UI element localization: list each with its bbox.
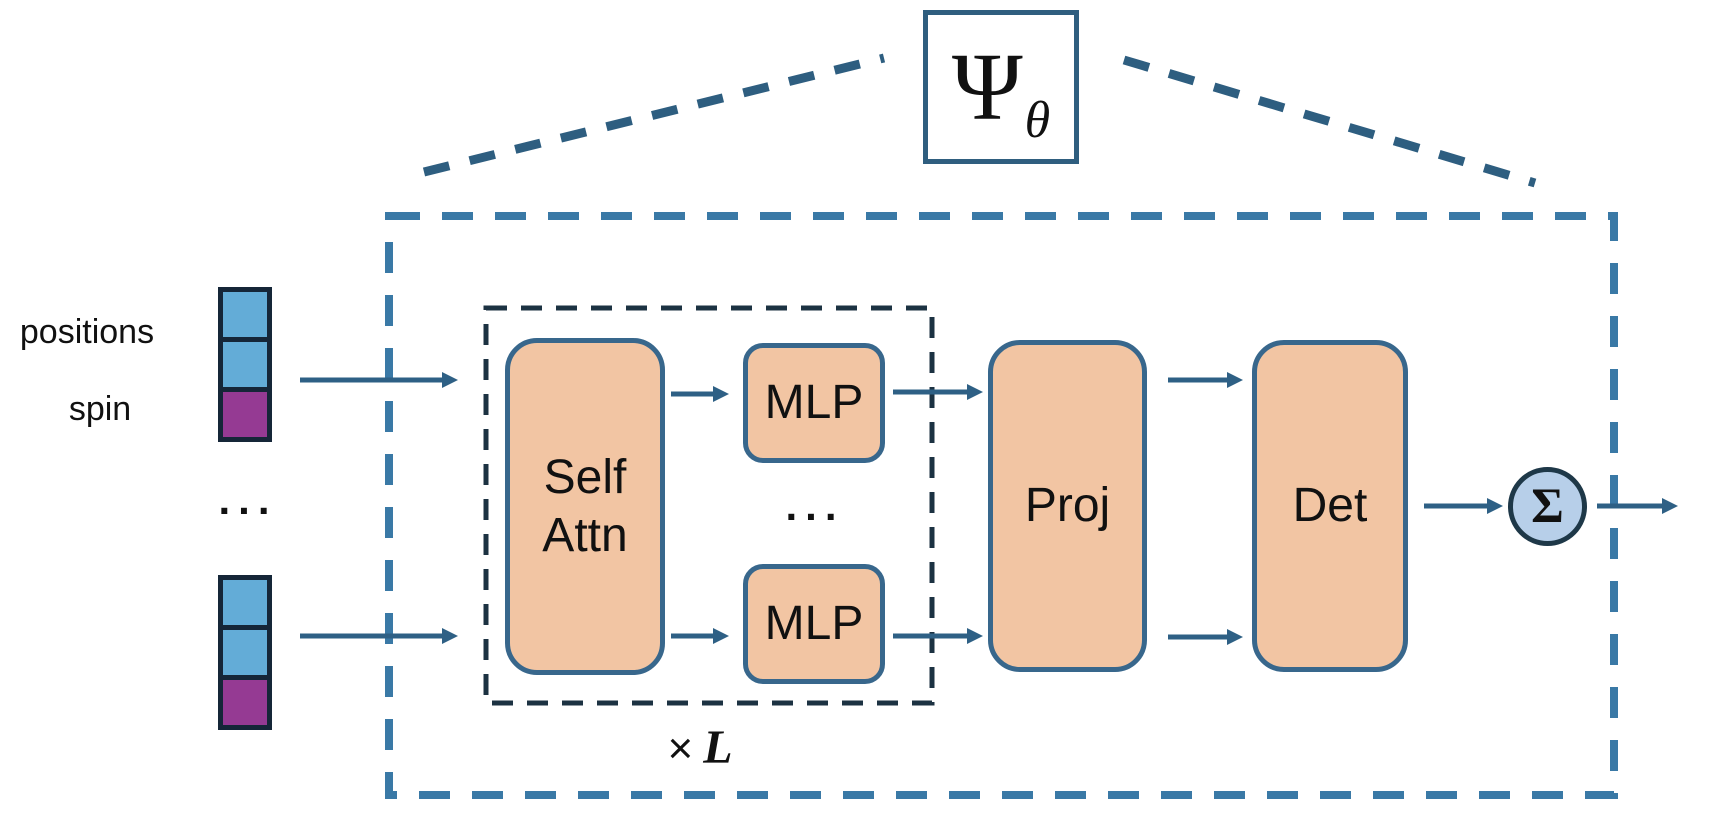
psi-connector-right-dashed-line [1122,55,1537,188]
input-ellipsis: ... [218,476,278,523]
spin-cell [223,680,267,725]
input-stack-top [218,287,272,442]
repeat-layers-label: × L [640,720,760,775]
input-stack-bottom [218,575,272,730]
times-symbol: × [667,724,694,773]
spin-label: spin [68,390,132,428]
self-attention-block: Self Attn [505,338,665,675]
psi-subscript: θ [1024,92,1051,149]
psi-symbol: Ψ [951,33,1023,140]
inner-dashed-box [483,305,935,706]
positions-label: positions [19,313,155,351]
psi-connector-left-dashed-line [422,53,886,177]
sigma-symbol: Σ [1531,476,1564,533]
position-cell [223,580,267,625]
projection-block: Proj [988,340,1147,672]
determinant-block: Det [1252,340,1408,672]
mlp-ellipsis: ... [785,482,845,529]
position-cell [223,342,267,387]
position-cell [223,630,267,675]
mlp-top-label: MLP [764,376,864,430]
determinant-label: Det [1292,479,1368,533]
mlp-top-block: MLP [743,343,885,463]
layer-count-variable: L [703,721,733,774]
position-cell [223,292,267,337]
mlp-bottom-label: MLP [764,597,864,651]
psi-theta-box: Ψ θ [923,10,1079,164]
projection-label: Proj [1024,479,1111,533]
summation-node: Σ [1508,467,1587,546]
spin-cell [223,392,267,437]
self-attention-label: Self Attn [542,450,628,562]
mlp-bottom-block: MLP [743,564,885,684]
